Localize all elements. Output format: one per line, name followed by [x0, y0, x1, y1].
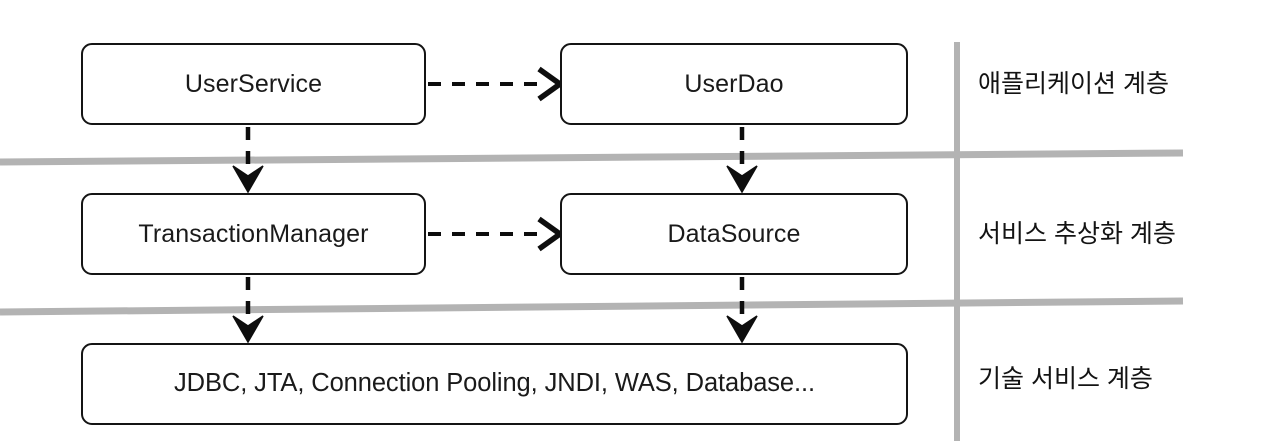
- node-transaction-manager-label: TransactionManager: [138, 219, 369, 248]
- layer-caption-application: 애플리케이션 계층: [978, 70, 1169, 98]
- divider-abstraction-technical: [0, 297, 1184, 316]
- node-user-service-label: UserService: [184, 69, 323, 98]
- edge-user-service-to-tx-manager: [232, 127, 264, 194]
- node-user-dao[interactable]: UserDao: [560, 43, 908, 125]
- node-technical-services[interactable]: JDBC, JTA, Connection Pooling, JNDI, WAS…: [81, 343, 908, 425]
- node-technical-services-label: JDBC, JTA, Connection Pooling, JNDI, WAS…: [174, 369, 815, 398]
- node-data-source[interactable]: DataSource: [560, 193, 908, 275]
- node-transaction-manager[interactable]: TransactionManager: [81, 193, 426, 275]
- edge-data-source-to-tech-services: [726, 277, 758, 344]
- node-user-dao-label: UserDao: [684, 69, 784, 98]
- node-user-service[interactable]: UserService: [81, 43, 426, 125]
- edge-user-service-to-user-dao: [428, 66, 565, 102]
- edge-user-dao-to-data-source: [726, 127, 758, 194]
- divider-application-abstraction: [0, 149, 1184, 166]
- edge-tx-manager-to-data-source: [428, 216, 565, 252]
- layer-caption-technical: 기술 서비스 계층: [978, 365, 1153, 393]
- layer-caption-abstraction: 서비스 추상화 계층: [978, 220, 1176, 248]
- edge-tx-manager-to-tech-services: [232, 277, 264, 344]
- node-data-source-label: DataSource: [667, 219, 801, 248]
